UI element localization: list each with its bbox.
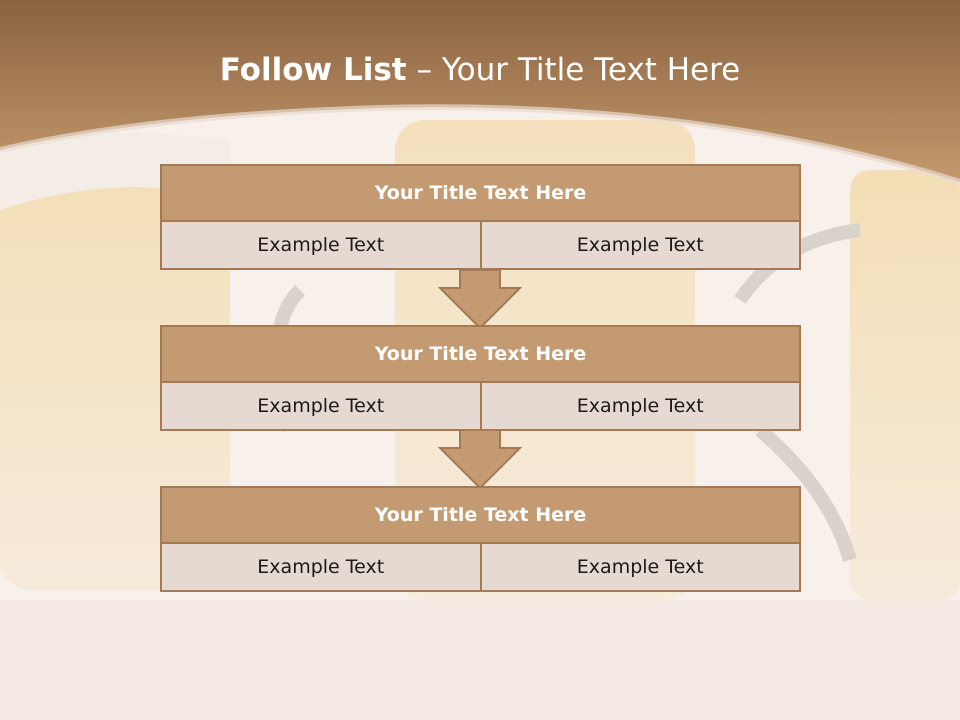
list-block-3: Your Title Text Here Example Text Exampl… bbox=[160, 486, 801, 592]
block-3-header: Your Title Text Here bbox=[160, 486, 801, 544]
down-arrow-icon bbox=[438, 270, 522, 330]
list-block-1: Your Title Text Here Example Text Exampl… bbox=[160, 164, 801, 270]
block-2-header: Your Title Text Here bbox=[160, 325, 801, 383]
down-arrow-icon bbox=[438, 430, 522, 490]
block-3-left-cell: Example Text bbox=[162, 544, 480, 590]
block-2-left-cell: Example Text bbox=[162, 383, 480, 429]
title-bold-part: Follow List bbox=[219, 52, 407, 88]
block-3-row: Example Text Example Text bbox=[160, 544, 801, 592]
slide-title: Follow List – Your Title Text Here bbox=[0, 52, 960, 88]
block-1-right-cell: Example Text bbox=[479, 222, 799, 268]
block-2-row: Example Text Example Text bbox=[160, 383, 801, 431]
list-block-2: Your Title Text Here Example Text Exampl… bbox=[160, 325, 801, 431]
block-1-row: Example Text Example Text bbox=[160, 222, 801, 270]
block-1-left-cell: Example Text bbox=[162, 222, 480, 268]
title-rest-part: – Your Title Text Here bbox=[406, 52, 741, 88]
block-1-header: Your Title Text Here bbox=[160, 164, 801, 222]
block-2-right-cell: Example Text bbox=[479, 383, 799, 429]
block-3-right-cell: Example Text bbox=[479, 544, 799, 590]
